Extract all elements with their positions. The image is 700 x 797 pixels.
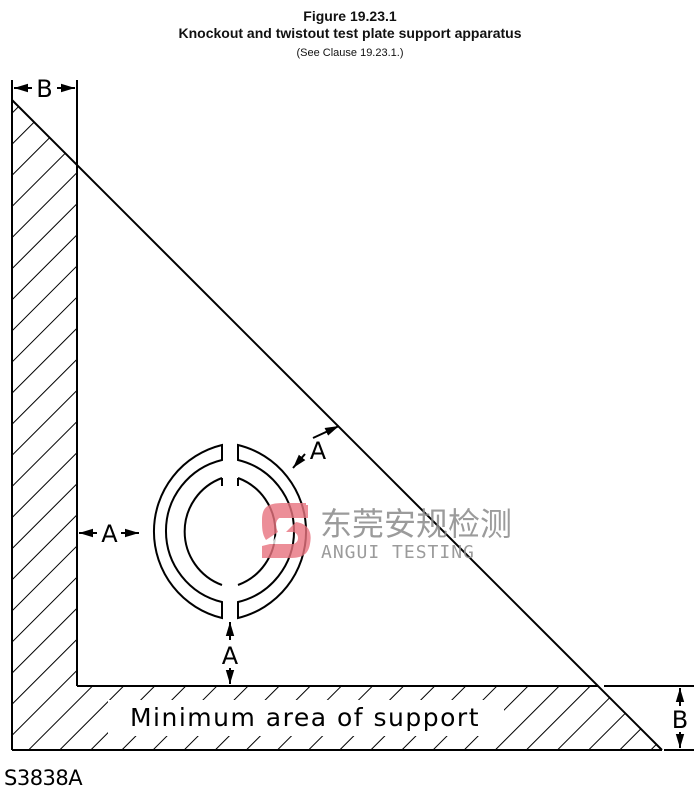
minimum-support-label: Minimum area of support (130, 703, 480, 732)
drawing-code: S3838A (4, 766, 83, 790)
figure-number: Figure 19.23.1 (303, 8, 397, 24)
watermark-chinese-text: 东莞安规检测 (320, 505, 512, 543)
dimension-b-right-label: B (672, 706, 688, 734)
dimension-a-left-label: A (101, 520, 118, 548)
figure-caption: Figure 19.23.1 Knockout and twistout tes… (0, 8, 700, 61)
watermark-english-text: ANGUI TESTING (321, 542, 475, 563)
dimension-a-diagonal (292, 425, 340, 469)
dimension-b-top (11, 80, 78, 165)
dimension-b-right (604, 685, 694, 751)
figure-title: Knockout and twistout test plate support… (178, 25, 522, 41)
dimension-a-diagonal-label: A (310, 437, 327, 465)
angui-logo-icon (262, 503, 311, 558)
angui-watermark: 东莞安规检测 ANGUI TESTING (262, 503, 512, 563)
support-outline (11, 99, 663, 751)
dimension-a-bottom-label: A (222, 642, 239, 670)
hatched-support-area (12, 100, 662, 750)
dimension-b-top-label: B (36, 75, 52, 103)
clause-reference: (See Clause 19.23.1.) (296, 47, 404, 59)
